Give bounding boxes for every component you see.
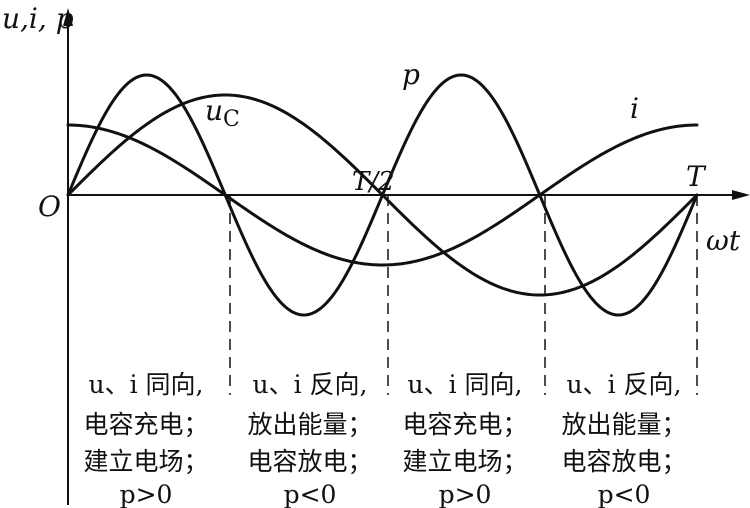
- q1-line-2: 电容充电；: [83, 410, 208, 439]
- q4-line-3: 电容放电；: [561, 447, 686, 476]
- q3-line-1: u、i 同向,: [408, 370, 523, 399]
- uc-curve-label: uC: [205, 94, 240, 132]
- origin-label: O: [38, 190, 61, 223]
- q2-line-2: 放出能量；: [247, 410, 372, 439]
- quarter-caption-4: u、i 反向, 放出能量； 电容放电； p<0: [561, 370, 686, 508]
- p-curve: [66, 73, 699, 317]
- quarter-caption-3: u、i 同向, 电容充电； 建立电场； p>0: [402, 370, 527, 508]
- q3-line-2: 电容充电；: [402, 410, 527, 439]
- half-period-label: T/2: [352, 167, 395, 197]
- q1-line-3: 建立电场；: [83, 447, 208, 476]
- q1-line-1: u、i 同向,: [89, 370, 204, 399]
- quarter-caption-1: u、i 同向, 电容充电； 建立电场； p>0: [83, 370, 208, 508]
- q4-line-2: 放出能量；: [561, 410, 686, 439]
- x-axis-label: ωt: [706, 224, 741, 257]
- p-curve-label: p: [402, 58, 420, 91]
- q3-line-3: 建立电场；: [402, 447, 527, 476]
- y-axis-label: u,i, p: [2, 2, 74, 35]
- q1-line-4: p>0: [120, 480, 173, 508]
- q3-line-4: p>0: [439, 480, 492, 508]
- i-curve: [66, 123, 699, 267]
- q2-line-4: p<0: [284, 480, 337, 508]
- q4-line-1: u、i 反向,: [567, 370, 682, 399]
- y-axis-arrow: [63, 8, 73, 26]
- quarter-caption-2: u、i 反向, 放出能量； 电容放电； p<0: [247, 370, 372, 508]
- i-curve-label: i: [630, 92, 639, 125]
- q4-line-4: p<0: [598, 480, 651, 508]
- q2-line-1: u、i 反向,: [253, 370, 368, 399]
- q2-line-3: 电容放电；: [247, 447, 372, 476]
- x-axis-arrow: [732, 190, 750, 200]
- period-label: T: [686, 160, 707, 193]
